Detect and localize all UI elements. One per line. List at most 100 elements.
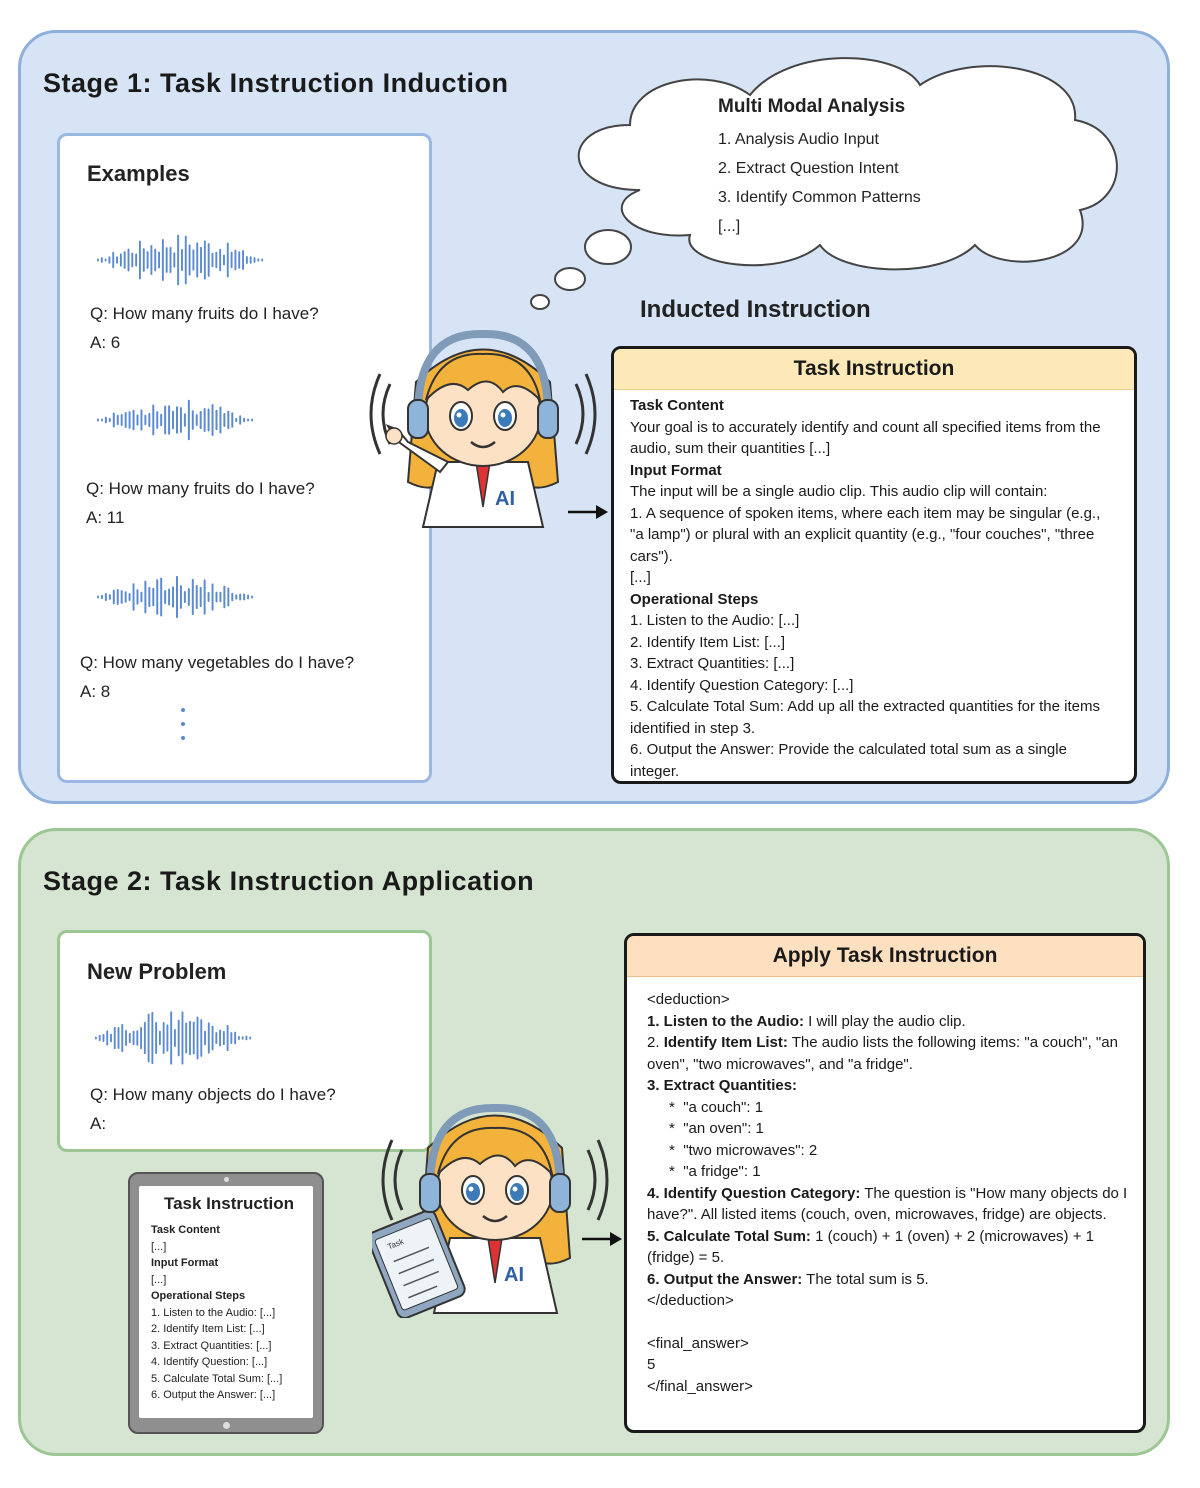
waveform-bar xyxy=(177,234,180,286)
waveform-bar xyxy=(165,247,168,273)
tablet-line: [...] xyxy=(151,1273,167,1286)
arrow-right-icon xyxy=(568,505,608,519)
waveform-bar xyxy=(222,1030,225,1046)
waveform-bar xyxy=(151,1011,154,1065)
waveform-bar xyxy=(108,256,111,264)
waveform-bar xyxy=(124,412,127,428)
waveform-bar xyxy=(188,244,191,276)
waveform-bar xyxy=(172,586,175,608)
waveform-bar xyxy=(97,258,99,262)
example-2: Q: How many fruits do I have? A: 11 xyxy=(86,474,315,532)
thought-cloud-content: Multi Modal Analysis 1. Analysis Audio I… xyxy=(718,92,921,241)
quantity-item: * "a couch": 1 xyxy=(669,1098,764,1116)
waveform-bar xyxy=(117,1026,120,1050)
tablet-line: 6. Output the Answer: [...] xyxy=(151,1389,276,1401)
tablet-line: 2. Identify Item List: [...] xyxy=(151,1323,265,1335)
waveform-bar xyxy=(148,412,151,428)
waveform-bar xyxy=(177,1019,180,1057)
waveform-bar xyxy=(237,1036,240,1040)
new-problem-panel xyxy=(57,930,432,1152)
waveform-bar xyxy=(162,1021,165,1055)
inducted-instruction-label: Inducted Instruction xyxy=(640,296,871,323)
waveform-bar xyxy=(203,240,206,280)
svg-text:AI: AI xyxy=(504,1264,524,1286)
ai-assistant-mascot-icon: AI xyxy=(369,329,597,528)
waveform-bar xyxy=(104,592,107,602)
waveform-bar xyxy=(166,1024,169,1052)
waveform-bar xyxy=(113,1026,116,1050)
waveform-bar xyxy=(215,591,218,603)
waveform-bar xyxy=(125,1030,127,1046)
waveform-bar xyxy=(203,579,206,615)
input-format-ellipsis: [...] xyxy=(630,569,651,586)
apply-step-6: 6. Output the Answer: The total sum is 5… xyxy=(647,1269,1137,1291)
waveform-bar xyxy=(249,256,252,264)
example-question: Q: How many fruits do I have? xyxy=(90,304,319,323)
example-answer: A: 6 xyxy=(90,333,121,352)
waveform-bar xyxy=(120,590,123,604)
apply-step-2: 2. Identify Item List: The audio lists t… xyxy=(647,1032,1137,1075)
waveform-bar xyxy=(223,254,225,266)
waveform-bar xyxy=(207,592,210,602)
tablet-line: 3. Extract Quantities: [...] xyxy=(151,1339,272,1352)
thought-item: 3. Identify Common Patterns xyxy=(718,189,921,206)
waveform-bar xyxy=(215,1031,218,1045)
final-answer-open-tag: <final_answer> xyxy=(647,1334,749,1352)
waveform-bar xyxy=(234,1031,237,1045)
waveform-bar xyxy=(132,1030,135,1046)
waveform-bar xyxy=(185,1022,188,1054)
waveform-bar xyxy=(247,418,250,422)
waveform-bar xyxy=(156,579,159,615)
example-1: Q: How many fruits do I have? A: 6 xyxy=(90,299,319,357)
waveform-bar xyxy=(243,593,246,601)
waveform-bar xyxy=(230,251,233,269)
audio-waveform-icon xyxy=(97,575,254,619)
stage-1-title: Stage 1: Task Instruction Induction xyxy=(43,68,509,98)
svg-text:AI: AI xyxy=(495,488,515,510)
quantity-item-text: "two microwaves": 2 xyxy=(683,1141,818,1159)
waveform-bar xyxy=(189,1020,191,1056)
waveform-bar xyxy=(140,591,143,603)
thought-cloud-icon xyxy=(530,57,1118,310)
waveform-bar xyxy=(226,242,229,278)
tablet-line: Task Content xyxy=(151,1224,220,1236)
examples-panel xyxy=(57,133,432,783)
thought-item: 2. Extract Question Intent xyxy=(718,160,899,177)
waveform-bar xyxy=(95,1036,97,1040)
apply-step-number: 2. xyxy=(647,1034,664,1051)
waveform-bar xyxy=(112,589,115,605)
waveform-bar xyxy=(226,1024,229,1052)
apply-step-label: 1. Listen to the Audio: xyxy=(647,1012,804,1030)
waveform-bar xyxy=(207,1022,210,1054)
operational-step: 3. Extract Quantities: [...] xyxy=(630,655,795,672)
waveform-bar xyxy=(97,595,99,599)
waveform-bar xyxy=(219,406,222,434)
waveform-bar xyxy=(230,1032,233,1044)
waveform-bar xyxy=(239,593,242,601)
waveform-bar xyxy=(196,242,199,278)
waveform-bar xyxy=(223,413,226,427)
waveform-bar xyxy=(128,411,131,429)
input-format-label: Input Format xyxy=(630,461,722,479)
quantity-item-text: "an oven": 1 xyxy=(683,1120,764,1137)
operational-step: 2. Identify Item List: [...] xyxy=(630,633,786,651)
waveform-bar xyxy=(211,1025,214,1051)
waveform-bar xyxy=(144,580,147,614)
waveform-bar xyxy=(100,594,103,600)
ai-assistant-mascot-icon: AI Task xyxy=(372,1103,609,1318)
waveform-bar xyxy=(139,240,141,280)
tablet-title: Task Instruction xyxy=(163,1194,295,1213)
waveform-bar xyxy=(168,405,171,435)
arrow-right-icon xyxy=(582,1232,622,1246)
waveform-bar xyxy=(97,418,99,422)
task-instruction-header: Task Instruction xyxy=(614,349,1134,390)
waveform-bar xyxy=(160,577,163,617)
waveform-bar xyxy=(119,253,122,267)
waveform-bar xyxy=(152,404,155,436)
waveform-bar xyxy=(199,586,202,608)
waveform-bar xyxy=(176,406,178,434)
thought-item: [...] xyxy=(718,218,741,235)
waveform-bar xyxy=(223,585,226,609)
example-answer: A: 8 xyxy=(80,682,111,701)
waveform-bar xyxy=(132,409,135,431)
